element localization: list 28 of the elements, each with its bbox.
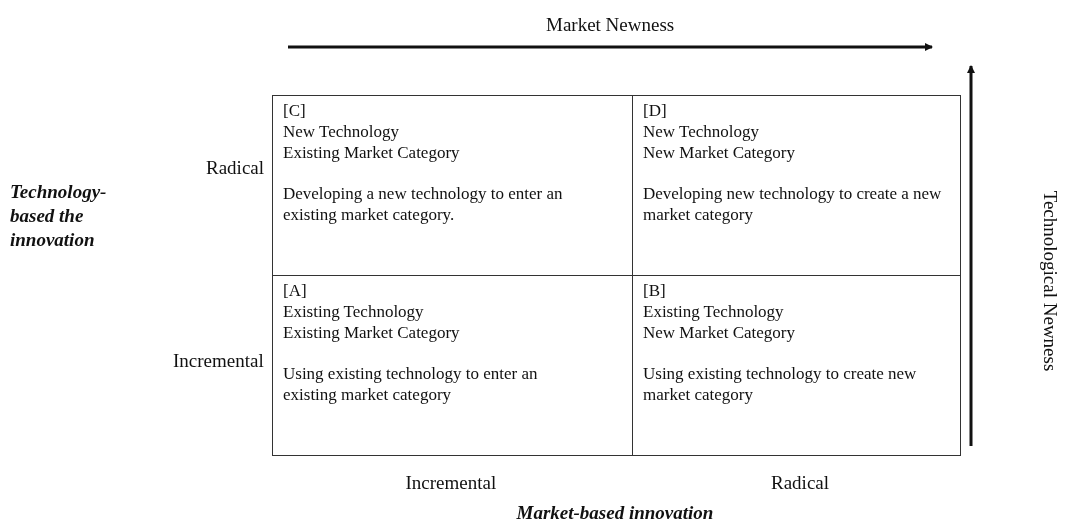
- cell-description: Developing a new technology to enter an existing market category.: [283, 183, 564, 225]
- axis-title: Market-based innovation: [516, 502, 714, 524]
- axis-title: Market Newness: [546, 14, 675, 36]
- cell-heading: New Market Category: [643, 322, 795, 343]
- cell-heading: New Technology: [643, 121, 760, 142]
- cell-heading: Existing Market Category: [283, 322, 460, 343]
- axis-title: Technological Newness: [1038, 190, 1061, 372]
- axis-title: Technology-based the innovation: [10, 180, 108, 252]
- cell-description: Using existing technology to create new market category: [643, 363, 918, 405]
- axis-tick-label: Radical: [771, 472, 830, 494]
- cell-code: [A]: [283, 280, 307, 301]
- axis-tick-label: Incremental: [405, 472, 497, 494]
- cell-heading: New Market Category: [643, 142, 795, 163]
- axis-tick-label: Incremental: [173, 350, 264, 372]
- matrix-cell: [632, 275, 961, 456]
- cell-heading: Existing Technology: [283, 301, 424, 322]
- matrix-cell: [272, 95, 633, 276]
- cell-heading: Existing Technology: [643, 301, 784, 322]
- cell-heading: Existing Market Category: [283, 142, 460, 163]
- matrix-cell: [272, 275, 633, 456]
- cell-code: [C]: [283, 100, 306, 121]
- axis-tick-label: Radical: [206, 157, 265, 179]
- cell-description: Developing new technology to create a new market category: [643, 183, 943, 225]
- matrix-cell: [632, 95, 961, 276]
- cell-code: [B]: [643, 280, 666, 301]
- cell-code: [D]: [643, 100, 667, 121]
- cell-heading: New Technology: [283, 121, 400, 142]
- cell-description: Using existing technology to enter an existing market category: [283, 363, 539, 405]
